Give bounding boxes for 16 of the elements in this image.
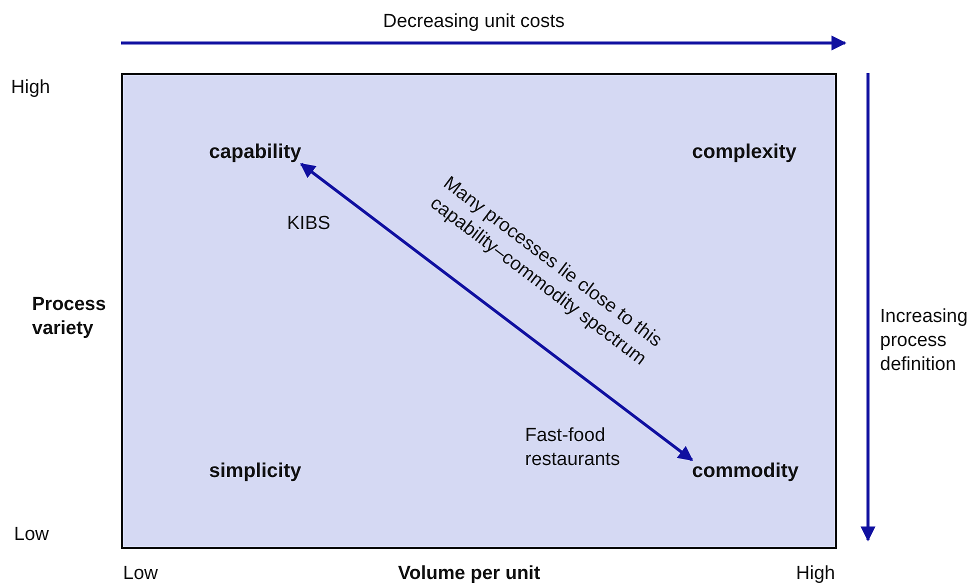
axis-tick-label: Low [123, 562, 158, 586]
double-arrow [300, 162, 694, 462]
example-label: KIBS [287, 212, 330, 236]
quadrant-label: simplicity [209, 460, 302, 483]
axis-title: Volume per unit [398, 562, 540, 586]
quadrant-label: complexity [692, 141, 796, 164]
axis-tick-label: High [796, 562, 836, 586]
axis-tick-label: High [11, 76, 50, 100]
axis-title: Process variety [32, 293, 107, 341]
example-label: Fast-food restaurants [525, 424, 622, 472]
axis-title: Increasing process definition [880, 305, 969, 377]
quadrant-label: commodity [692, 460, 799, 483]
matrix-box [121, 73, 837, 549]
axis-tick-label: Low [14, 523, 49, 547]
quadrant-label: capability [209, 141, 302, 164]
axis-title: Decreasing unit costs [383, 10, 565, 34]
